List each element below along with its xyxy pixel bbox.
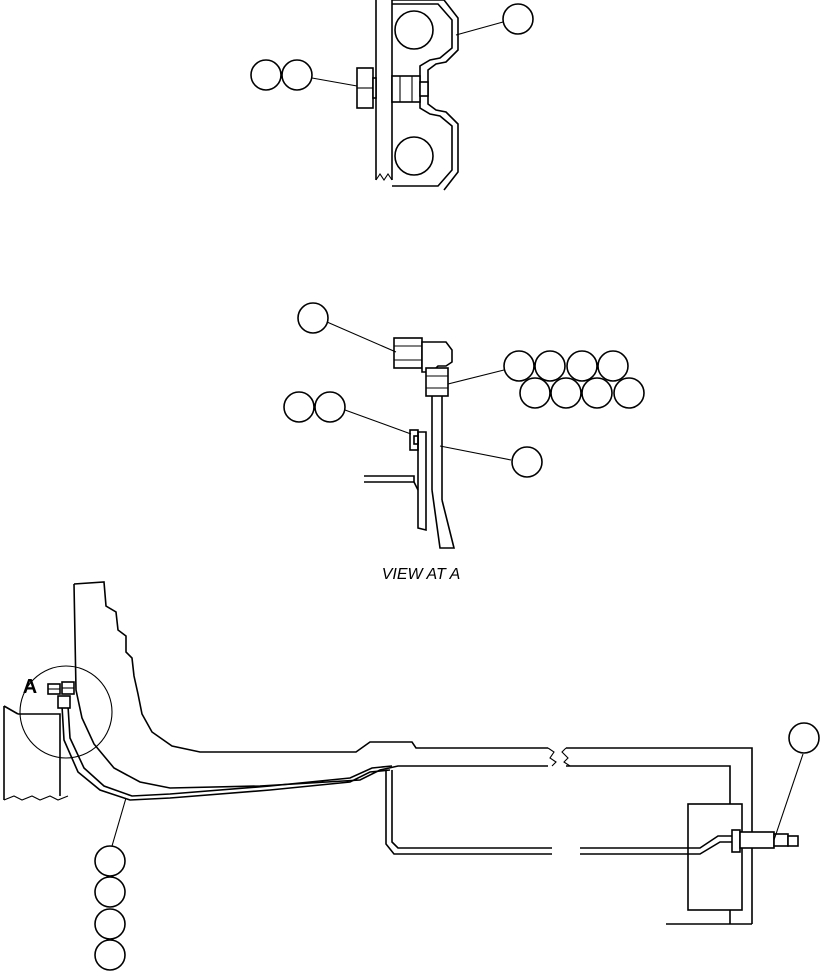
clamp-detail xyxy=(356,0,459,191)
leader-line xyxy=(773,753,804,841)
balloon-tube-stack xyxy=(94,845,126,971)
frame-assembly xyxy=(3,581,753,925)
balloon-bolt-2 xyxy=(281,59,313,91)
tube-run xyxy=(61,705,799,855)
leader-line xyxy=(455,21,504,36)
leader-line xyxy=(311,77,358,87)
detail-marker: A xyxy=(23,676,37,698)
detail-a-callout xyxy=(19,665,113,759)
balloon-hose-group xyxy=(503,350,645,409)
leader-line xyxy=(326,321,397,353)
leader-line xyxy=(344,409,412,435)
view-a-detail xyxy=(364,337,456,549)
leader-line xyxy=(111,797,127,847)
view-caption: VIEW AT A xyxy=(382,566,461,583)
balloon-clamp xyxy=(502,3,534,35)
balloon-end-fitting xyxy=(788,722,820,754)
balloon-bracket xyxy=(511,446,543,478)
balloon-clip-2 xyxy=(314,391,346,423)
leader-line xyxy=(439,445,512,461)
balloon-bolt-1 xyxy=(250,59,282,91)
balloon-elbow xyxy=(297,302,329,334)
balloon-clip-1 xyxy=(283,391,315,423)
leader-line xyxy=(447,369,505,385)
